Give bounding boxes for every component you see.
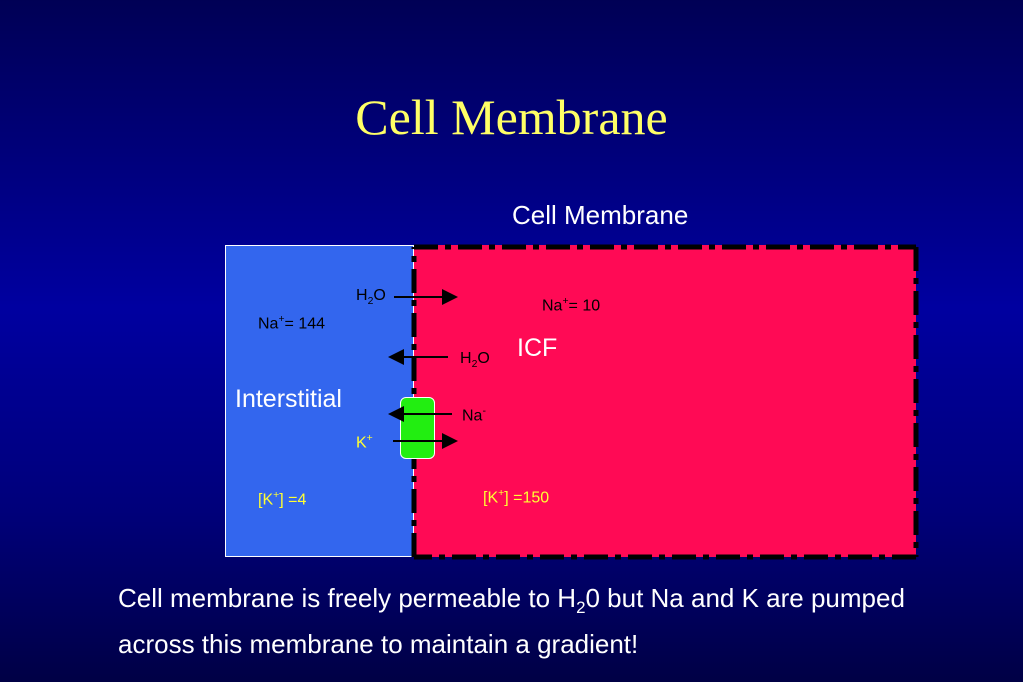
slide-caption: Cell membrane is freely permeable to H20… — [118, 580, 938, 662]
membrane-label: Cell Membrane — [512, 200, 689, 230]
na-flow-symbol: Na — [462, 407, 483, 425]
icf-k-concentration: [K+] =150 — [483, 488, 549, 507]
ecf-k-charge: + — [273, 490, 280, 501]
k-influx-label: K+ — [356, 433, 373, 452]
icf-na-charge: + — [562, 296, 569, 307]
icf-compartment — [414, 245, 916, 557]
water-out-o: O — [477, 350, 490, 367]
na-efflux-label: Na- — [462, 406, 486, 425]
caption-text-1: Cell membrane is freely permeable to H — [118, 583, 577, 613]
water-influx-label: H2O — [356, 287, 386, 307]
ecf-na-value: = 144 — [284, 315, 326, 333]
water-in-sub: 2 — [367, 296, 374, 308]
slide-title: Cell Membrane — [355, 89, 668, 145]
icf-k-value: ] =150 — [504, 489, 550, 507]
interstitial-compartment — [225, 245, 414, 557]
icf-na-symbol: Na — [542, 297, 563, 315]
k-flow-charge: + — [366, 433, 373, 444]
caption-subscript: 2 — [576, 598, 586, 618]
water-out-sub: 2 — [471, 359, 478, 371]
na-flow-charge: - — [482, 406, 486, 417]
water-in-h: H — [356, 287, 368, 304]
ecf-k-concentration: [K+] =4 — [258, 490, 306, 509]
icf-k-charge: + — [498, 488, 505, 499]
caption-text-2: 0 but Na and K are pumped across this me… — [118, 583, 905, 660]
water-efflux-label: H2O — [460, 350, 490, 370]
k-flow-symbol: K — [356, 434, 367, 452]
icf-label: ICF — [517, 334, 558, 362]
ecf-na-concentration: Na+= 144 — [258, 314, 325, 333]
water-out-h: H — [460, 350, 472, 367]
icf-na-concentration: Na+= 10 — [542, 296, 600, 315]
icf-k-open: [K — [483, 489, 499, 507]
ion-pump-channel — [400, 397, 435, 459]
ecf-na-charge: + — [278, 314, 285, 325]
ecf-k-value: ] =4 — [279, 491, 307, 509]
ecf-na-symbol: Na — [258, 315, 279, 333]
water-in-o: O — [373, 287, 386, 304]
icf-na-value: = 10 — [568, 297, 601, 315]
ecf-k-open: [K — [258, 491, 274, 509]
interstitial-label: Interstitial — [235, 385, 342, 413]
